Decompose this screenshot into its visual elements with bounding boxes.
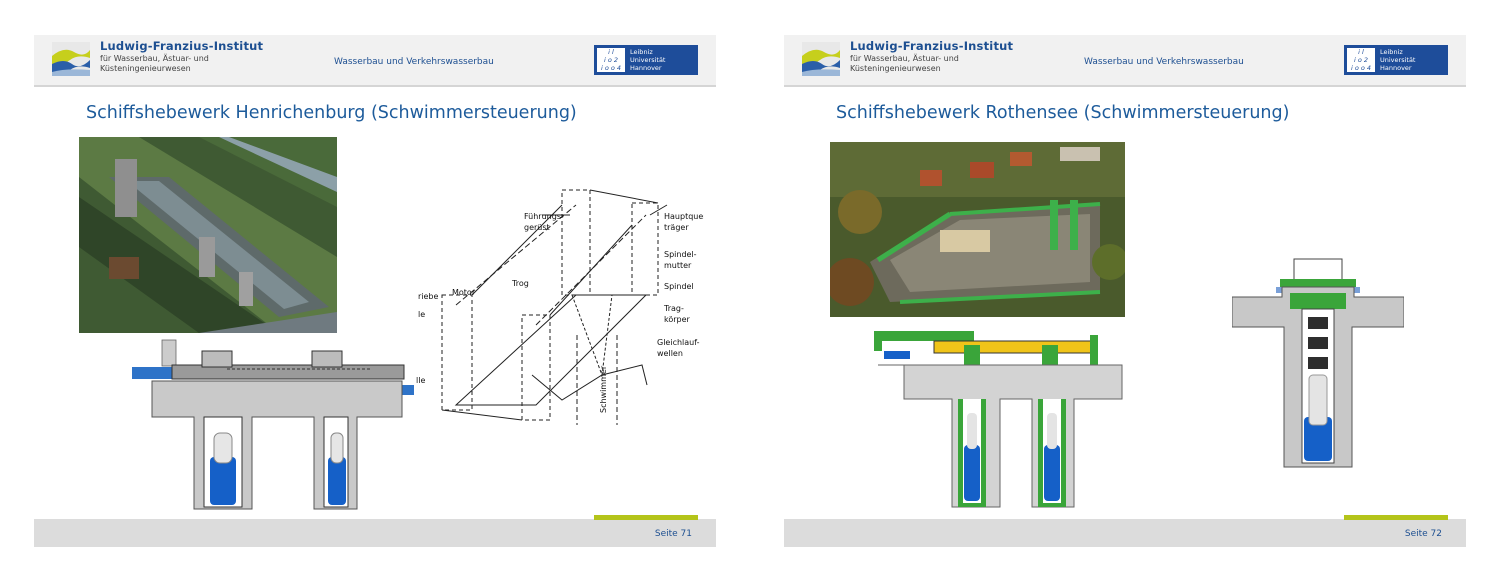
slide-footer: Seite 72 — [784, 515, 1466, 547]
slide-title: Schiffshebewerk Rothensee (Schwimmersteu… — [836, 103, 1290, 123]
luh-logo: i l i o 2 i o o 4 Leibniz Universität Ha… — [1344, 45, 1448, 75]
label-fuehrungsgeruest-2: gerüst — [524, 223, 550, 232]
luh-mark-icon: i l i o 2 i o o 4 — [1347, 48, 1375, 72]
label-gleichlaufwellen-2: wellen — [657, 349, 683, 358]
slide-footer: Seite 71 — [34, 515, 716, 547]
slide-header: Ludwig-Franzius-Institut für Wasserbau, … — [34, 35, 716, 87]
label-hauptquertraeger-2: träger — [664, 223, 689, 232]
luh-logo: i l i o 2 i o o 4 Leibniz Universität Ha… — [594, 45, 698, 75]
institute-subtitle: für Wasserbau, Ästuar- und Küsteningenie… — [100, 54, 209, 73]
slide-henrichenburg: Ludwig-Franzius-Institut für Wasserbau, … — [34, 35, 716, 547]
label-motor: Motor — [452, 288, 476, 297]
label-le: le — [418, 310, 425, 319]
section-drawing-henrichenburg — [132, 339, 414, 510]
footer-accent-bar — [594, 515, 698, 520]
institute-name: Ludwig-Franzius-Institut — [850, 39, 1014, 53]
luh-name: Leibniz Universität Hannover — [630, 48, 666, 72]
page-number: Seite 71 — [654, 529, 692, 539]
lfi-logo-icon — [52, 42, 90, 76]
institute-subtitle: für Wasserbau, Ästuar- und Küsteningenie… — [850, 54, 959, 73]
page-number: Seite 72 — [1404, 529, 1442, 539]
lfi-logo-icon — [802, 42, 840, 76]
aerial-photo-rothensee — [830, 142, 1125, 317]
label-spindelmutter-2: mutter — [664, 261, 692, 270]
mechanism-diagram-henrichenburg: Führungs- gerüst Hauptquer träger Spinde… — [416, 189, 704, 425]
slide-rothensee: Ludwig-Franzius-Institut für Wasserbau, … — [784, 35, 1466, 547]
label-fuehrungsgeruest-1: Führungs- — [524, 212, 564, 221]
department-label: Wasserbau und Verkehrswasserbau — [1084, 57, 1244, 67]
footer-accent-bar — [1344, 515, 1448, 520]
luh-mark-icon: i l i o 2 i o o 4 — [597, 48, 625, 72]
luh-name: Leibniz Universität Hannover — [1380, 48, 1416, 72]
label-trog: Trog — [511, 279, 529, 288]
slide-title: Schiffshebewerk Henrichenburg (Schwimmer… — [86, 103, 577, 123]
label-triebe: riebe — [418, 292, 439, 301]
section-drawing-rothensee — [874, 331, 1123, 508]
institute-name: Ludwig-Franzius-Institut — [100, 39, 264, 53]
department-label: Wasserbau und Verkehrswasserbau — [334, 57, 494, 67]
label-lle: lle — [416, 376, 425, 385]
label-tragkoerper-2: körper — [664, 315, 691, 324]
label-schwimmer: Schwimmer — [599, 365, 608, 413]
label-hauptquertraeger-1: Hauptquer — [664, 212, 704, 221]
label-spindelmutter-1: Spindel- — [664, 250, 697, 259]
slide-header: Ludwig-Franzius-Institut für Wasserbau, … — [784, 35, 1466, 87]
label-gleichlaufwellen-1: Gleichlauf- — [657, 338, 700, 347]
cross-section-rothensee — [1232, 258, 1404, 468]
label-tragkoerper-1: Trag- — [663, 304, 684, 313]
aerial-photo-henrichenburg — [79, 137, 337, 333]
label-spindel: Spindel — [664, 282, 694, 291]
